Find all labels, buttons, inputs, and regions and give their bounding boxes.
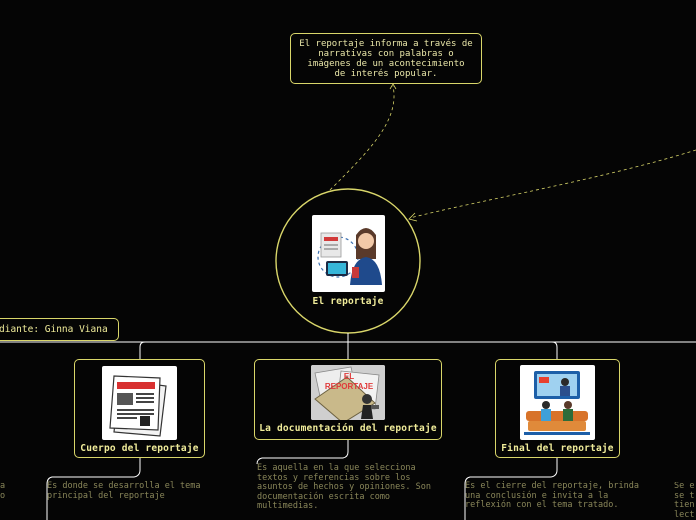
arrowhead-right xyxy=(408,212,418,222)
documents-reporter-icon: EL REPORTAJE xyxy=(311,365,385,420)
branch-body-label: Cuerpo del reportaje xyxy=(80,443,199,454)
tree-connectors xyxy=(0,333,696,520)
student-name-box[interactable]: diante: Ginna Viana xyxy=(0,318,119,341)
student-name-label: diante: Ginna Viana xyxy=(0,324,108,335)
definition-note[interactable]: El reportaje informa a través de narrati… xyxy=(290,33,482,84)
dashed-connector-definition xyxy=(329,85,395,191)
branch-documentation-label: La documentación del reportaje xyxy=(259,423,437,434)
arrowhead-definition xyxy=(389,83,397,90)
left-edge-fragment: a o xyxy=(0,481,6,501)
definition-text: El reportaje informa a través de narrati… xyxy=(299,39,473,79)
documentation-image-subtitle: REPORTAJE xyxy=(325,382,374,391)
central-image xyxy=(312,215,385,292)
reporter-icon xyxy=(317,228,382,285)
central-node-label[interactable]: El reportaje xyxy=(312,296,384,307)
tv-news-icon xyxy=(524,371,590,435)
branch-final-label: Final del reportaje xyxy=(501,443,614,454)
documentation-image-title: EL xyxy=(344,372,354,381)
right-edge-fragment: Se e se t tien lect xyxy=(674,482,695,520)
branch-documentation-description: Es aquella en la que selecciona textos y… xyxy=(257,463,431,511)
branch-body-description: Es donde se desarrolla el tema principal… xyxy=(47,481,201,501)
branch-final-image xyxy=(520,365,595,440)
newspaper-icon xyxy=(109,375,167,437)
branch-documentation-image: EL REPORTAJE xyxy=(311,365,385,420)
branch-body-image xyxy=(102,366,177,440)
branch-final-description: Es el cierre del reportaje, brinda una c… xyxy=(465,481,639,510)
dashed-connector-right xyxy=(409,149,696,219)
